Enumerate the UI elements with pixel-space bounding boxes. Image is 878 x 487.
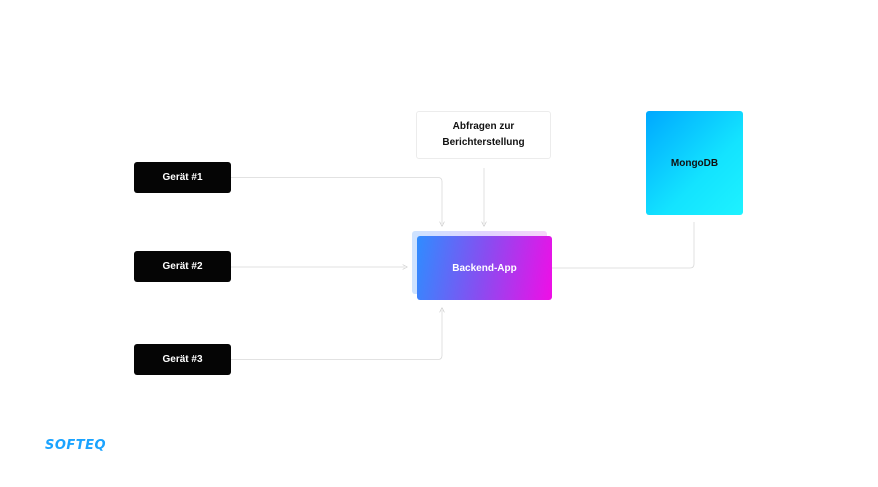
backend-app-label: Backend-App	[452, 262, 517, 274]
backend-app-node: Backend-App	[417, 236, 552, 300]
device-1-node: Gerät #1	[134, 162, 231, 193]
device-3-label: Gerät #3	[162, 354, 203, 365]
connector-device-3-backend	[231, 310, 442, 360]
connector-backend-mongodb	[552, 222, 695, 269]
device-1-label: Gerät #1	[162, 172, 203, 183]
reporting-queries-line-1: Abfragen zur	[452, 121, 515, 132]
mongodb-node: MongoDB	[646, 111, 743, 215]
device-3-node: Gerät #3	[134, 344, 231, 375]
device-2-node: Gerät #2	[134, 251, 231, 282]
mongodb-label: MongoDB	[670, 157, 719, 169]
device-2-label: Gerät #2	[162, 261, 203, 272]
softeq-logo: SOFTEQ	[45, 438, 107, 453]
connector-device-1-backend	[231, 177, 442, 225]
reporting-queries-line-2: Berichterstellung	[442, 137, 525, 148]
reporting-queries-node: Abfragen zur Berichterstellung	[416, 111, 551, 159]
